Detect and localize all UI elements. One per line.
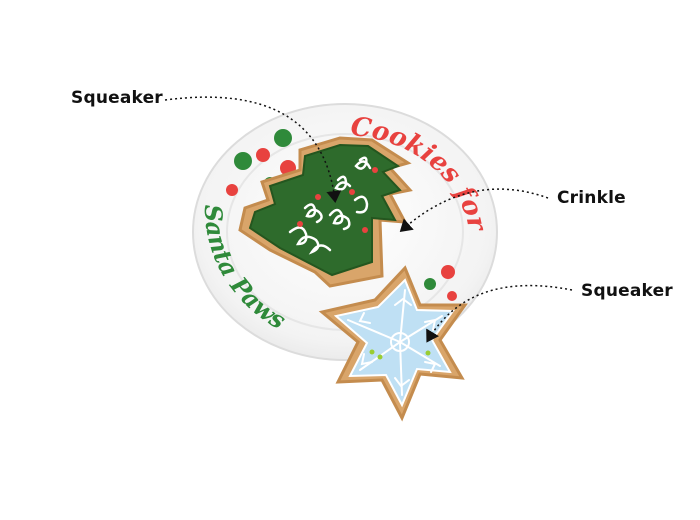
arrow-tree-crinkle <box>399 188 549 232</box>
label-tree-crinkle: Crinkle <box>557 188 626 208</box>
arrow-tree-squeaker <box>164 96 342 203</box>
label-snowflake-squeaker: Squeaker <box>581 281 673 301</box>
label-tree-squeaker: Squeaker <box>71 88 163 108</box>
tree-cookie-toy <box>238 136 413 288</box>
snowflake-cookie-toy <box>318 265 468 422</box>
